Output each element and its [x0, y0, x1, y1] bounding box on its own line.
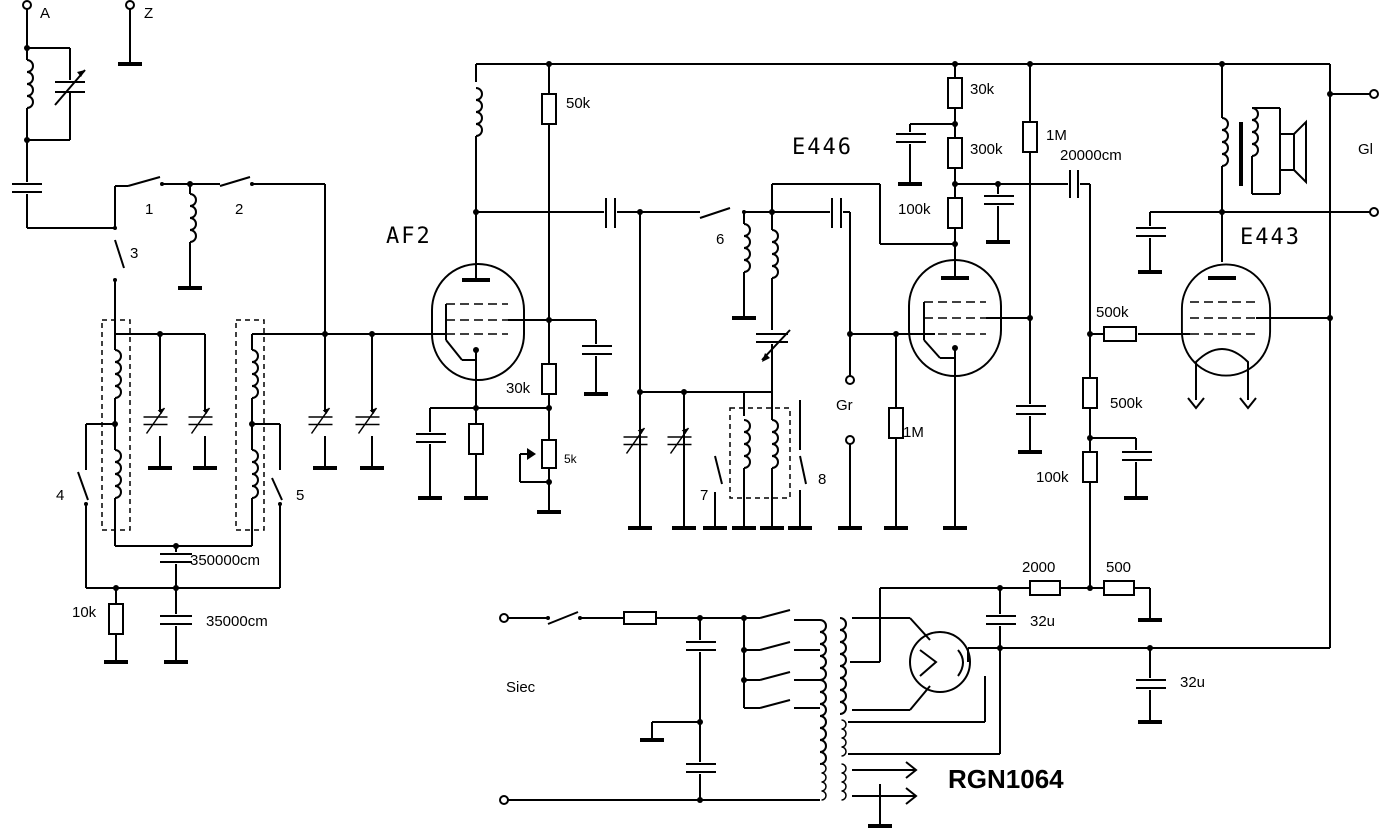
antenna-input-section: A Z: [12, 0, 153, 229]
speaker-terminal-2[interactable]: [1369, 207, 1379, 217]
switch-4-label: 4: [56, 487, 64, 504]
switch-3-label: 3: [130, 245, 138, 262]
r500k-a-label: 500k: [1096, 304, 1129, 321]
switch-8-label: 8: [818, 471, 826, 488]
r1M-b-label: 1M: [903, 424, 924, 441]
c35000-label: 35000cm: [206, 613, 268, 630]
ground-label: Z: [144, 5, 153, 22]
r500-label: 500: [1106, 559, 1131, 576]
r500k-b-label: 500k: [1110, 395, 1143, 412]
e446-stage: E446 30k 300k 100k 1M 20000cm: [792, 64, 1122, 530]
gramophone-terminal-1[interactable]: [845, 375, 855, 385]
mains-terminal-2[interactable]: [499, 795, 509, 805]
fuse: [623, 611, 657, 625]
r100k-b-label: 100k: [1036, 469, 1069, 486]
r300k-label: 300k: [970, 141, 1003, 158]
r100k-a-label: 100k: [898, 201, 931, 218]
c32u-a-label: 32u: [1030, 613, 1055, 630]
gramophone-label: Gr: [836, 397, 853, 414]
e443-tube: [1180, 263, 1272, 377]
power-supply: 2000 500 32u 32u RGN1064 Siec: [499, 559, 1330, 828]
af2-stage: AF2 50k 30k 5k: [386, 64, 700, 514]
c32u-b-label: 32u: [1180, 674, 1205, 691]
detector-tuning: 6 7 8 Gr 1M: [622, 183, 935, 530]
e446-label: E446: [792, 135, 853, 160]
r2000-label: 2000: [1022, 559, 1055, 576]
e443-stage: E443 Gl 500k 500k 100k: [1036, 64, 1379, 591]
loudspeaker-icon: [1279, 133, 1295, 171]
antenna-label: A: [40, 5, 50, 22]
pot5k-label: 5k: [564, 452, 578, 466]
r30k-a-label: 30k: [506, 380, 531, 397]
band-switches: 1 2 3: [113, 176, 326, 334]
r50k-label: 50k: [566, 95, 591, 112]
rectifier-label: RGN1064: [948, 764, 1064, 794]
r10k-label: 10k: [72, 604, 97, 621]
r30k-b-label: 30k: [970, 81, 995, 98]
r1M-a-label: 1M: [1046, 127, 1067, 144]
bandpass-filter: 4 5 350000cm 10k 35000cm: [56, 319, 420, 664]
gramophone-terminal-2[interactable]: [845, 435, 855, 445]
switch-5-label: 5: [296, 487, 304, 504]
mains-terminal-1[interactable]: [499, 613, 509, 623]
c20000-label: 20000cm: [1060, 147, 1122, 164]
switch-6-label: 6: [716, 231, 724, 248]
switch-1-label: 1: [145, 201, 153, 218]
e443-label: E443: [1240, 225, 1301, 250]
c350000-label: 350000cm: [190, 552, 260, 569]
speaker-out-label: Gl: [1358, 141, 1373, 158]
switch-7-label: 7: [700, 487, 708, 504]
switch-2-label: 2: [235, 201, 243, 218]
speaker-terminal-1[interactable]: [1369, 89, 1379, 99]
antenna-terminal[interactable]: [22, 0, 32, 10]
rectifier-tube: [909, 631, 971, 693]
ground-terminal[interactable]: [125, 0, 135, 10]
af2-label: AF2: [386, 224, 432, 249]
mains-label: Siec: [506, 679, 536, 696]
